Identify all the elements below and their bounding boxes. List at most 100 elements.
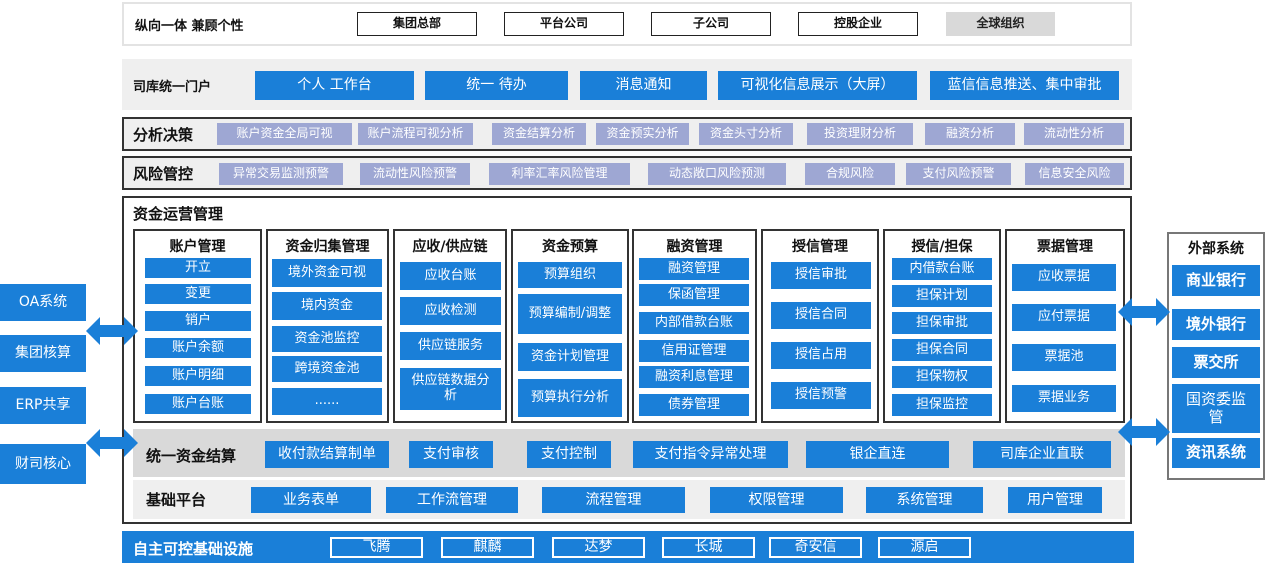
budget-compile-adjust[interactable]: 预算编制/调整 [518,294,622,334]
pooling-more[interactable]: ...... [272,388,382,415]
risk-item-exposure[interactable]: 动态敞口风险预测 [648,163,786,185]
financing-guarantee-letter[interactable]: 保函管理 [639,284,749,306]
platform-forms[interactable]: 业务表单 [251,487,371,513]
budget-org[interactable]: 预算组织 [518,262,622,288]
account-balance[interactable]: 账户余额 [145,338,251,358]
platform-users[interactable]: 用户管理 [1008,487,1102,513]
ops-col-bills-title: 票据管理 [1037,239,1093,255]
financing-management[interactable]: 融资管理 [639,258,749,280]
guarantee-monitor[interactable]: 担保监控 [892,394,992,416]
budget-fund-plan[interactable]: 资金计划管理 [518,343,622,371]
left-system-finance-core[interactable]: 财司核心 [0,444,86,484]
settlement-enterprise-direct[interactable]: 司库企业直联 [973,441,1111,468]
external-info-system[interactable]: 资讯系统 [1172,438,1260,468]
settlement-exception[interactable]: 支付指令异常处理 [633,441,788,468]
org-band-title: 纵向一体 兼顾个性 [135,19,244,34]
analysis-item-account-visibility[interactable]: 账户资金全局可视 [217,123,352,145]
credit-contract[interactable]: 授信合同 [771,302,871,329]
settlement-payment-control[interactable]: 支付控制 [527,441,611,468]
financing-internal-loan[interactable]: 内部借款台账 [639,312,749,334]
external-commercial-bank[interactable]: 商业银行 [1172,265,1260,296]
infra-qianxin[interactable]: 奇安信 [769,537,862,558]
portal-notifications[interactable]: 消息通知 [580,71,707,100]
pooling-crossborder[interactable]: 跨境资金池 [272,356,382,382]
portal-todo[interactable]: 统一 待办 [425,71,568,100]
guarantee-internal-loan[interactable]: 内借款台账 [892,258,992,280]
account-change[interactable]: 变更 [145,284,251,304]
org-item-platform-company[interactable]: 平台公司 [504,12,624,36]
risk-item-compliance[interactable]: 合规风险 [805,163,895,185]
risk-item-payment[interactable]: 支付风险预警 [906,163,1011,185]
financing-interest[interactable]: 融资利息管理 [639,366,749,388]
risk-item-liquidity[interactable]: 流动性风险预警 [360,163,470,185]
guarantee-contract[interactable]: 担保合同 [892,339,992,361]
portal-workbench[interactable]: 个人 工作台 [255,71,414,100]
org-item-holding[interactable]: 控股企业 [798,12,918,36]
org-item-subsidiary[interactable]: 子公司 [651,12,771,36]
analysis-item-budget-actual[interactable]: 资金预实分析 [596,123,689,145]
infra-feiteng[interactable]: 飞腾 [330,537,423,558]
ops-col-receivable-title: 应收/供应链 [412,239,488,255]
platform-permissions[interactable]: 权限管理 [710,487,843,513]
pooling-overseas-visible[interactable]: 境外资金可视 [272,259,382,287]
portal-dashboard[interactable]: 可视化信息展示（大屏） [718,71,917,100]
account-ledger[interactable]: 账户台账 [145,394,251,414]
left-system-erp[interactable]: ERP共享 [0,387,86,424]
platform-system[interactable]: 系统管理 [866,487,983,513]
financing-letter-of-credit[interactable]: 信用证管理 [639,340,749,362]
infra-qilin[interactable]: 麒麟 [441,537,534,558]
bills-business[interactable]: 票据业务 [1012,385,1116,412]
infra-changcheng[interactable]: 长城 [662,537,755,558]
platform-title: 基础平台 [146,491,207,509]
risk-item-rate-fx[interactable]: 利率汇率风险管理 [489,163,630,185]
platform-process[interactable]: 流程管理 [542,487,685,513]
account-open[interactable]: 开立 [145,258,251,278]
analysis-item-liquidity[interactable]: 流动性分析 [1024,123,1124,145]
receivable-ledger[interactable]: 应收台账 [400,262,501,290]
credit-usage[interactable]: 授信占用 [771,342,871,369]
analysis-item-position[interactable]: 资金头寸分析 [699,123,793,145]
ops-col-financing-title: 融资管理 [666,239,723,255]
settlement-bank-direct[interactable]: 银企直连 [806,441,949,468]
credit-approval[interactable]: 授信审批 [771,262,871,289]
analysis-item-financing[interactable]: 融资分析 [925,123,1015,145]
account-close[interactable]: 销户 [145,311,251,331]
receivable-check[interactable]: 应收检测 [400,297,501,325]
account-detail[interactable]: 账户明细 [145,366,251,386]
analysis-item-account-flow[interactable]: 账户流程可视分析 [358,123,473,145]
portal-lanxin[interactable]: 蓝信信息推送、集中审批 [930,71,1119,100]
supplychain-data-analysis[interactable]: 供应链数据分析 [400,368,501,410]
financing-bonds[interactable]: 债券管理 [639,394,749,416]
org-item-global[interactable]: 全球组织 [946,12,1055,36]
bills-pool[interactable]: 票据池 [1012,344,1116,371]
external-title: 外部系统 [1188,241,1244,257]
bills-receivable[interactable]: 应收票据 [1012,264,1116,291]
external-sasac[interactable]: 国资委监管 [1172,384,1260,433]
guarantee-approval[interactable]: 担保审批 [892,312,992,334]
risk-item-abnormal-tx[interactable]: 异常交易监测预警 [219,163,343,185]
settlement-order-entry[interactable]: 收付款结算制单 [265,441,389,468]
bills-payable[interactable]: 应付票据 [1012,304,1116,331]
external-bill-exchange[interactable]: 票交所 [1172,347,1260,378]
risk-item-infosec[interactable]: 信息安全风险 [1025,163,1124,185]
budget-execution-analysis[interactable]: 预算执行分析 [518,379,622,417]
guarantee-collateral[interactable]: 担保物权 [892,366,992,388]
left-system-oa[interactable]: OA系统 [0,284,86,321]
supplychain-service[interactable]: 供应链服务 [400,332,501,360]
pooling-domestic[interactable]: 境内资金 [272,292,382,320]
settlement-payment-review[interactable]: 支付审核 [409,441,493,468]
right-double-arrow-top [1118,298,1170,326]
org-item-group-hq[interactable]: 集团总部 [357,12,477,36]
external-overseas-bank[interactable]: 境外银行 [1172,309,1260,340]
credit-warning[interactable]: 授信预警 [771,382,871,409]
infra-dameng[interactable]: 达梦 [552,537,645,558]
platform-workflow[interactable]: 工作流管理 [386,487,518,513]
ops-col-account-title: 账户管理 [169,239,226,255]
analysis-item-investment[interactable]: 投资理财分析 [807,123,913,145]
left-system-group-accounting[interactable]: 集团核算 [0,335,86,372]
guarantee-plan[interactable]: 担保计划 [892,285,992,307]
analysis-item-settlement[interactable]: 资金结算分析 [492,123,586,145]
infra-yuanqi[interactable]: 源启 [878,537,971,558]
pooling-monitor[interactable]: 资金池监控 [272,326,382,352]
risk-title: 风险管控 [133,165,194,183]
